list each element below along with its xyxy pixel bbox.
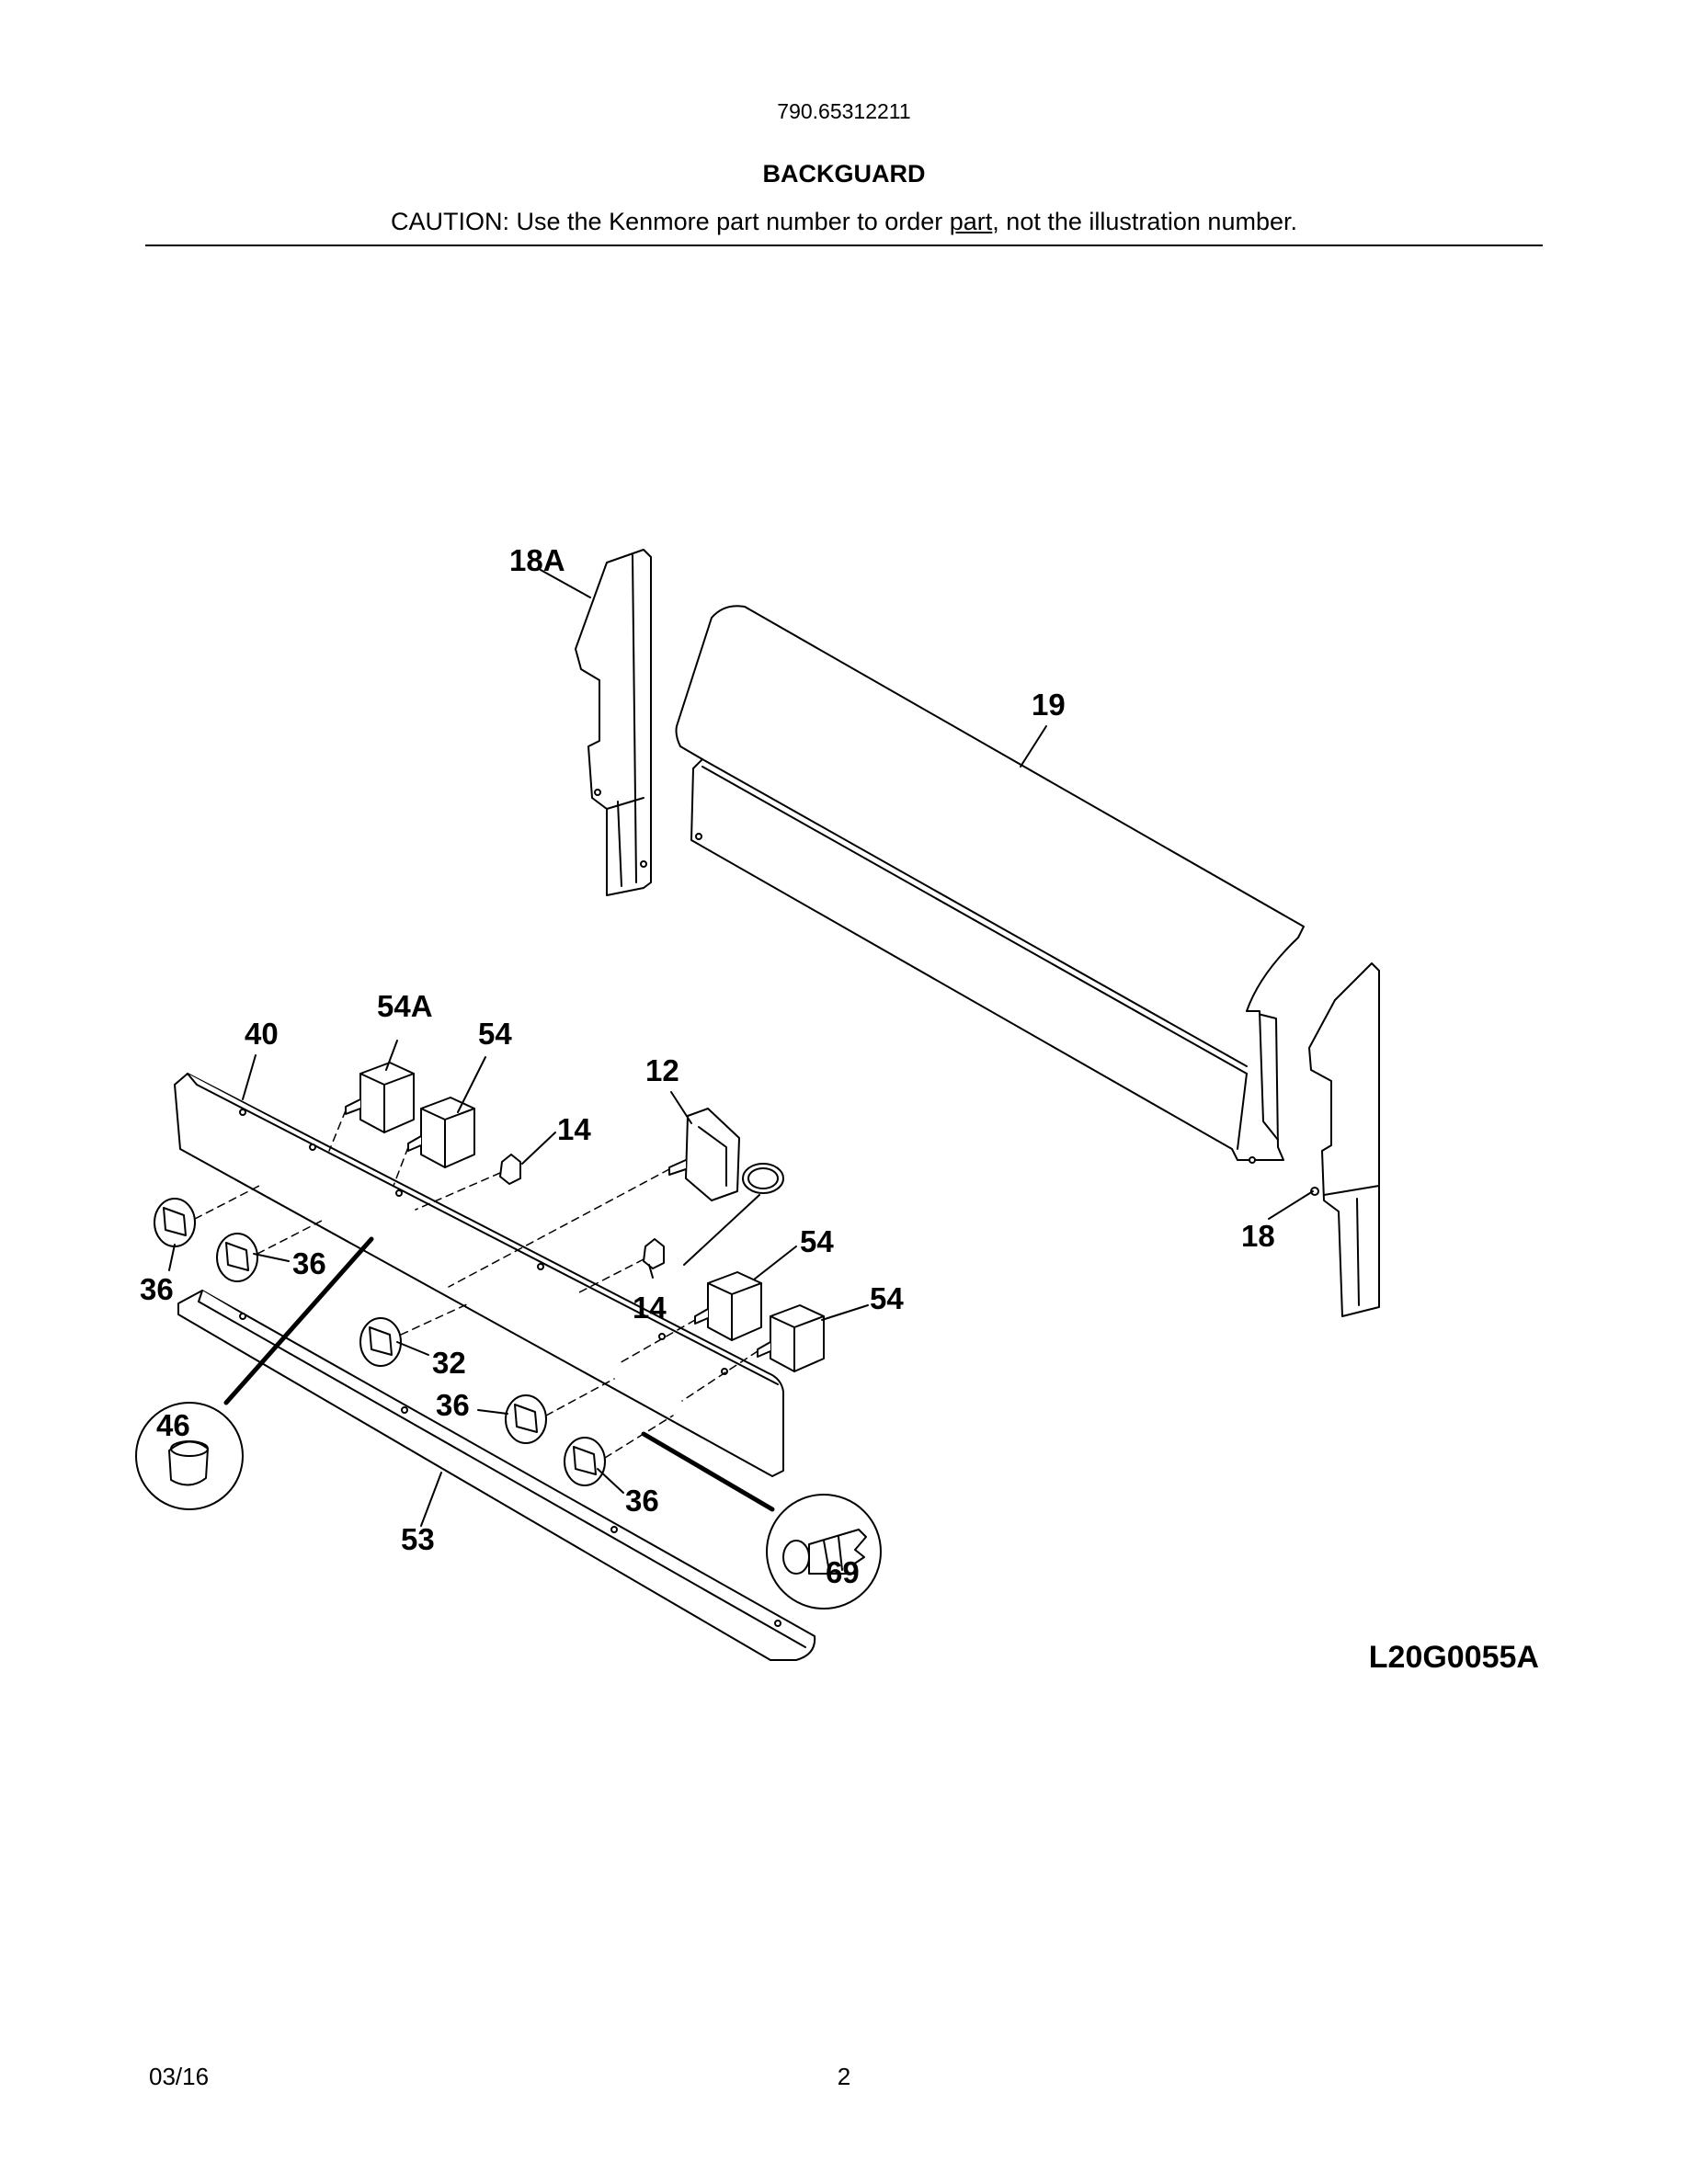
caution-suffix: , not the illustration number. [992, 208, 1297, 235]
part-36-knob-d [564, 1437, 606, 1486]
callout-46: 46 [156, 1408, 190, 1442]
callout-18A: 18A [509, 543, 565, 577]
part-18-right-end-cap [1308, 962, 1380, 1317]
callout-36-c: 36 [436, 1388, 470, 1422]
assembly-alignment-lines [194, 1109, 758, 1459]
callout-54-top: 54 [478, 1017, 512, 1051]
callout-54A: 54A [377, 989, 433, 1023]
callout-54-low: 54 [870, 1281, 904, 1315]
part-54-switch-mid [694, 1271, 762, 1341]
page-number: 2 [837, 2063, 851, 2090]
part-54-switch-low [757, 1304, 825, 1372]
part-40-control-panel [174, 1073, 784, 1477]
callout-36-a: 36 [140, 1272, 174, 1306]
callout-69: 69 [826, 1555, 860, 1589]
part-36-knob-b [216, 1233, 258, 1282]
part-53-trim-strip [177, 1290, 816, 1661]
footer-date: 03/16 [149, 2063, 210, 2090]
part-46-detail-bubble [135, 1236, 374, 1510]
callout-leader-lines [168, 569, 1314, 1527]
part-14-indicator-light-top [499, 1154, 521, 1185]
part-36-knob-c [505, 1394, 547, 1444]
part-14-indicator-light-low [643, 1238, 665, 1269]
part-54A-switch [345, 1062, 415, 1133]
callout-14-top: 14 [557, 1112, 591, 1146]
part-69-screw-detail-bubble [641, 1431, 882, 1610]
callout-14-low: 14 [633, 1291, 667, 1325]
callout-54-mid: 54 [800, 1224, 834, 1258]
section-title: BACKGUARD [762, 160, 926, 188]
callout-40: 40 [245, 1017, 279, 1051]
caution-note: CAUTION: Use the Kenmore part number to … [0, 208, 1688, 236]
part-18A-left-end-cap [575, 549, 652, 896]
callout-36-d: 36 [625, 1484, 659, 1518]
part-19-backguard-panel [675, 605, 1305, 1164]
part-12-oven-thermostat [668, 1108, 784, 1266]
part-32-knob [359, 1317, 402, 1367]
callout-12: 12 [645, 1053, 679, 1087]
callout-36-b: 36 [292, 1246, 326, 1280]
callout-32: 32 [432, 1346, 466, 1380]
caution-underlined: part [949, 208, 993, 235]
part-36-knob-a [154, 1198, 196, 1247]
model-number: 790.65312211 [777, 99, 911, 123]
part-54-switch-top [407, 1097, 475, 1168]
callout-19: 19 [1032, 688, 1066, 722]
diagram-code: L20G0055A [1368, 1640, 1539, 1675]
caution-prefix: CAUTION: Use the Kenmore part number to … [391, 208, 950, 235]
callout-18: 18 [1241, 1219, 1275, 1253]
callout-53: 53 [401, 1522, 435, 1556]
header-divider [145, 245, 1543, 246]
